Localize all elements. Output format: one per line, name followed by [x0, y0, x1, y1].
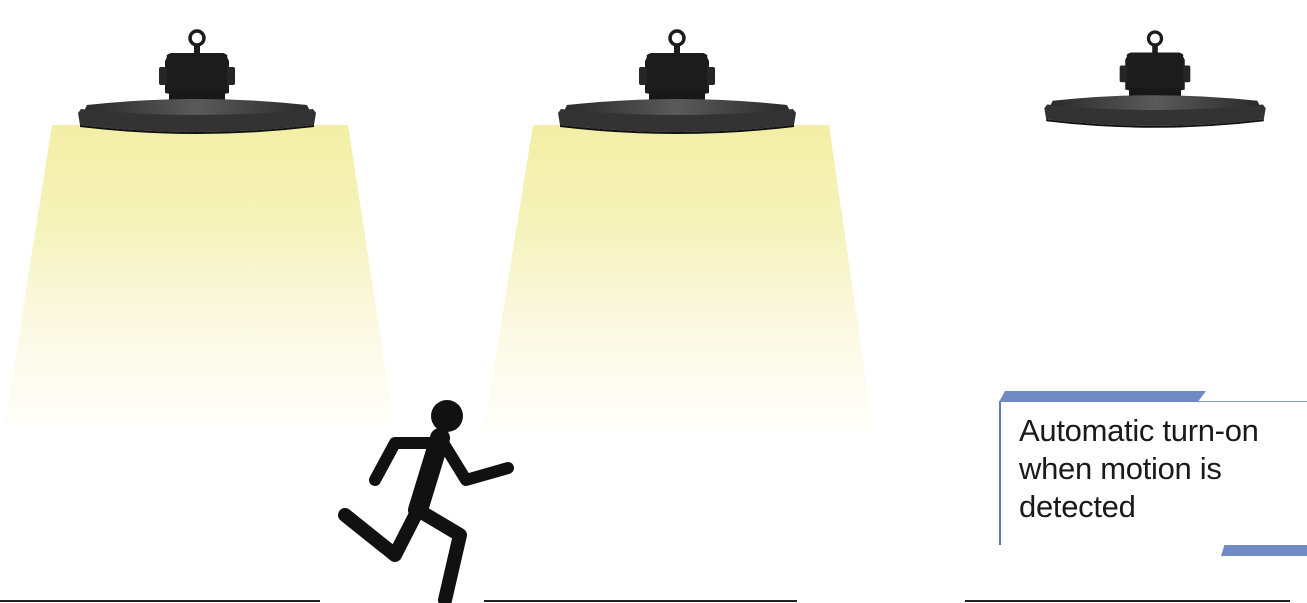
high-bay-lamp-icon [78, 31, 316, 134]
caption-accent-top [999, 391, 1206, 402]
high-bay-lamp-icon [1044, 32, 1265, 128]
lamp-3 [1044, 32, 1265, 128]
light-beam-1 [5, 125, 394, 425]
caption-text: Automatic turn-on when motion is detecte… [1019, 412, 1299, 526]
running-person-icon [345, 400, 508, 600]
lamp-2 [558, 31, 796, 134]
caption-accent-bottom [1221, 545, 1307, 556]
light-beams [5, 125, 873, 430]
caption-box: Automatic turn-on when motion is detecte… [999, 401, 1307, 545]
light-beam-2 [484, 125, 873, 430]
lamp-1 [78, 31, 316, 134]
high-bay-lamp-icon [558, 31, 796, 134]
